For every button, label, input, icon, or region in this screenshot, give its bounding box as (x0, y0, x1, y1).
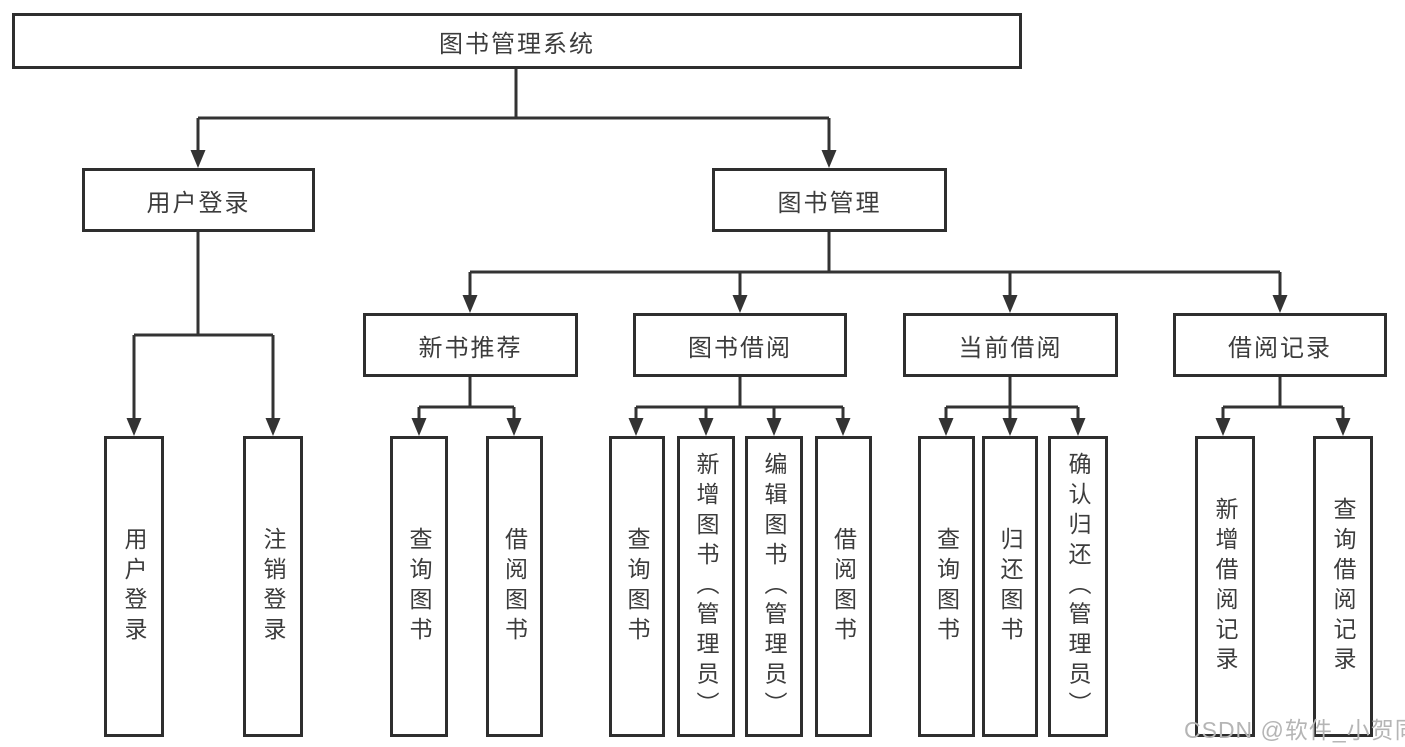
leaf-label: 借阅图书 (830, 526, 857, 647)
leaf-records-add: 新增借阅记录 (1195, 436, 1255, 737)
leaf-borrow-query: 查询图书 (609, 436, 665, 737)
connector-current-borrow-to-leaves (938, 377, 1086, 436)
leaf-label: 查询图书 (406, 526, 432, 647)
leaf-label: 查询借阅记录 (1330, 496, 1356, 677)
leaf-user-login: 用户登录 (104, 436, 164, 737)
node-book-management: 图书管理 (712, 168, 947, 232)
leaf-current-query: 查询图书 (918, 436, 975, 737)
leaf-label: 查询图书 (624, 526, 650, 647)
connector-book-borrow-to-leaves (628, 377, 851, 436)
leaf-current-confirm-admin: 确认归还（管理员） (1048, 436, 1108, 737)
leaf-label: 查询图书 (933, 526, 960, 647)
leaf-current-return: 归还图书 (982, 436, 1038, 737)
node-user-login: 用户登录 (82, 168, 315, 232)
leaf-records-query: 查询借阅记录 (1313, 436, 1373, 737)
leaf-label: 编辑图书（管理员） (761, 451, 787, 722)
leaf-newbooks-borrow: 借阅图书 (486, 436, 543, 737)
node-borrow-records: 借阅记录 (1173, 313, 1387, 377)
leaf-newbooks-query: 查询图书 (390, 436, 448, 737)
leaf-label: 归还图书 (997, 526, 1023, 647)
leaf-label: 确认归还（管理员） (1065, 451, 1091, 722)
connector-book-management-to-level3 (462, 232, 1288, 313)
leaf-label: 新增图书（管理员） (693, 451, 719, 722)
leaf-borrow-edit-admin: 编辑图书（管理员） (745, 436, 803, 737)
node-root: 图书管理系统 (12, 13, 1022, 69)
node-new-book-recommend: 新书推荐 (363, 313, 578, 377)
connector-root-to-level2 (190, 69, 837, 168)
connector-new-book-recommend-to-leaves (411, 377, 522, 436)
connector-user-login-to-leaves (126, 232, 281, 436)
leaf-label: 新增借阅记录 (1212, 496, 1238, 677)
node-book-borrow: 图书借阅 (633, 313, 847, 377)
leaf-label: 注销登录 (260, 526, 286, 647)
leaf-borrow-borrow: 借阅图书 (815, 436, 872, 737)
csdn-watermark: CSDN @软件_小贺同学 (1184, 717, 1405, 743)
leaf-label: 借阅图书 (501, 526, 528, 647)
connector-borrow-records-to-leaves (1215, 377, 1351, 436)
leaf-label: 用户登录 (121, 526, 147, 647)
leaf-borrow-add-admin: 新增图书（管理员） (677, 436, 735, 737)
node-current-borrow: 当前借阅 (903, 313, 1118, 377)
leaf-logout: 注销登录 (243, 436, 303, 737)
